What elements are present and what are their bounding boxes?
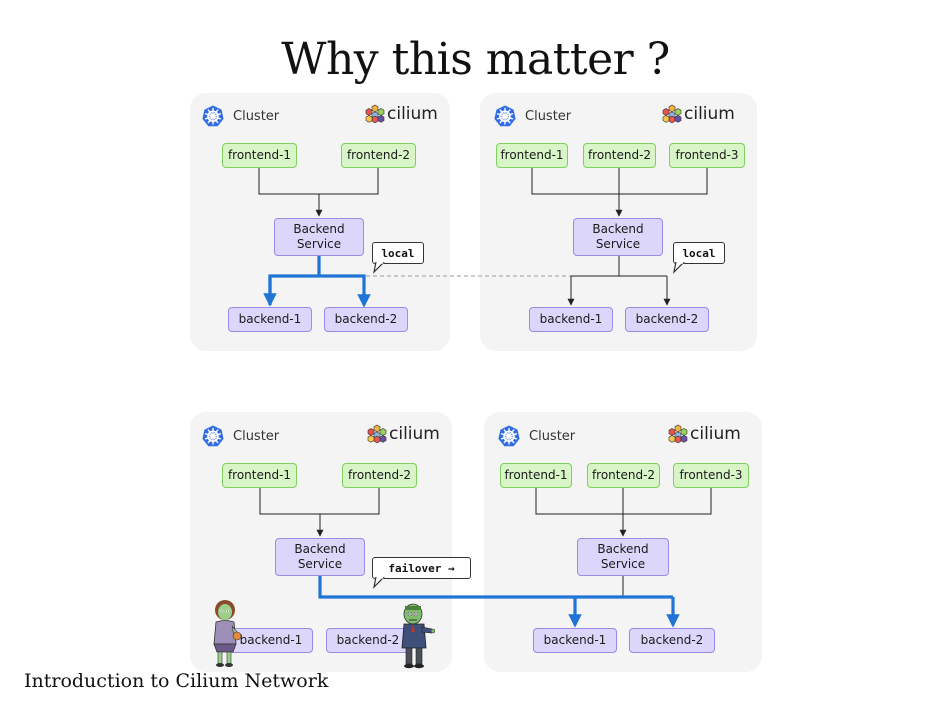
cluster-label: Cluster [233,108,280,124]
kubernetes-wheel-icon [494,105,516,127]
cilium-label: cilium [684,104,735,124]
frontend-pod-2: frontend-2 [583,143,656,168]
cilium-label: cilium [387,104,438,124]
slide-footer: Introduction to Cilium Network [24,670,329,692]
cilium-logo-top-right: cilium [662,104,735,124]
frontend-pod-2: frontend-2 [342,463,417,488]
cluster-header-top-left: Cluster [201,104,279,128]
cluster-header-bottom-right: Cluster [497,424,575,448]
slide-title: Why this matter ? [281,34,670,85]
cilium-label: cilium [690,424,741,444]
frontend-pod-2: frontend-2 [341,143,416,168]
frontend-pod-1: frontend-1 [222,463,297,488]
backend-pod-1: backend-1 [228,307,312,332]
cluster-label: Cluster [529,428,576,444]
backend-pod-1: backend-1 [529,307,613,332]
frontend-pod-3: frontend-3 [669,143,745,168]
backend-pod-1: backend-1 [533,628,617,653]
cluster-label: Cluster [233,428,280,444]
backend-service: Backend Service [573,218,663,256]
backend-pod-2: backend-2 [629,628,715,653]
kubernetes-wheel-icon [202,105,224,127]
zombie-figure-male [401,603,435,669]
tag-pointer [673,262,685,274]
local-policy-tag: local [673,242,725,264]
backend-pod-1: backend-1 [229,628,313,653]
backend-service: Backend Service [274,218,364,256]
failover-policy-tag: failover → [372,557,471,579]
cluster-header-top-right: Cluster [493,104,571,128]
backend-pod-2: backend-2 [326,628,410,653]
cilium-logo-bottom-left: cilium [367,424,440,444]
backend-pod-2: backend-2 [324,307,408,332]
kubernetes-wheel-icon [498,425,520,447]
frontend-pod-1: frontend-1 [500,463,572,488]
cilium-hexagon-logo [367,424,387,444]
local-policy-tag: local [372,242,424,264]
kubernetes-wheel-icon [202,425,224,447]
tag-pointer [373,577,385,589]
backend-service: Backend Service [577,538,669,576]
backend-service: Backend Service [275,538,365,576]
cilium-hexagon-logo [365,104,385,124]
cilium-hexagon-logo [668,424,688,444]
frontend-pod-1: frontend-1 [496,143,568,168]
frontend-pod-3: frontend-3 [673,463,749,488]
cilium-logo-top-left: cilium [365,104,438,124]
zombie-figure-female [213,600,242,667]
cluster-header-bottom-left: Cluster [201,424,279,448]
frontend-pod-1: frontend-1 [222,143,297,168]
cilium-label: cilium [389,424,440,444]
cluster-label: Cluster [525,108,572,124]
cilium-logo-bottom-right: cilium [668,424,741,444]
frontend-pod-2: frontend-2 [587,463,660,488]
backend-pod-2: backend-2 [625,307,709,332]
tag-pointer [373,262,385,274]
cilium-hexagon-logo [662,104,682,124]
